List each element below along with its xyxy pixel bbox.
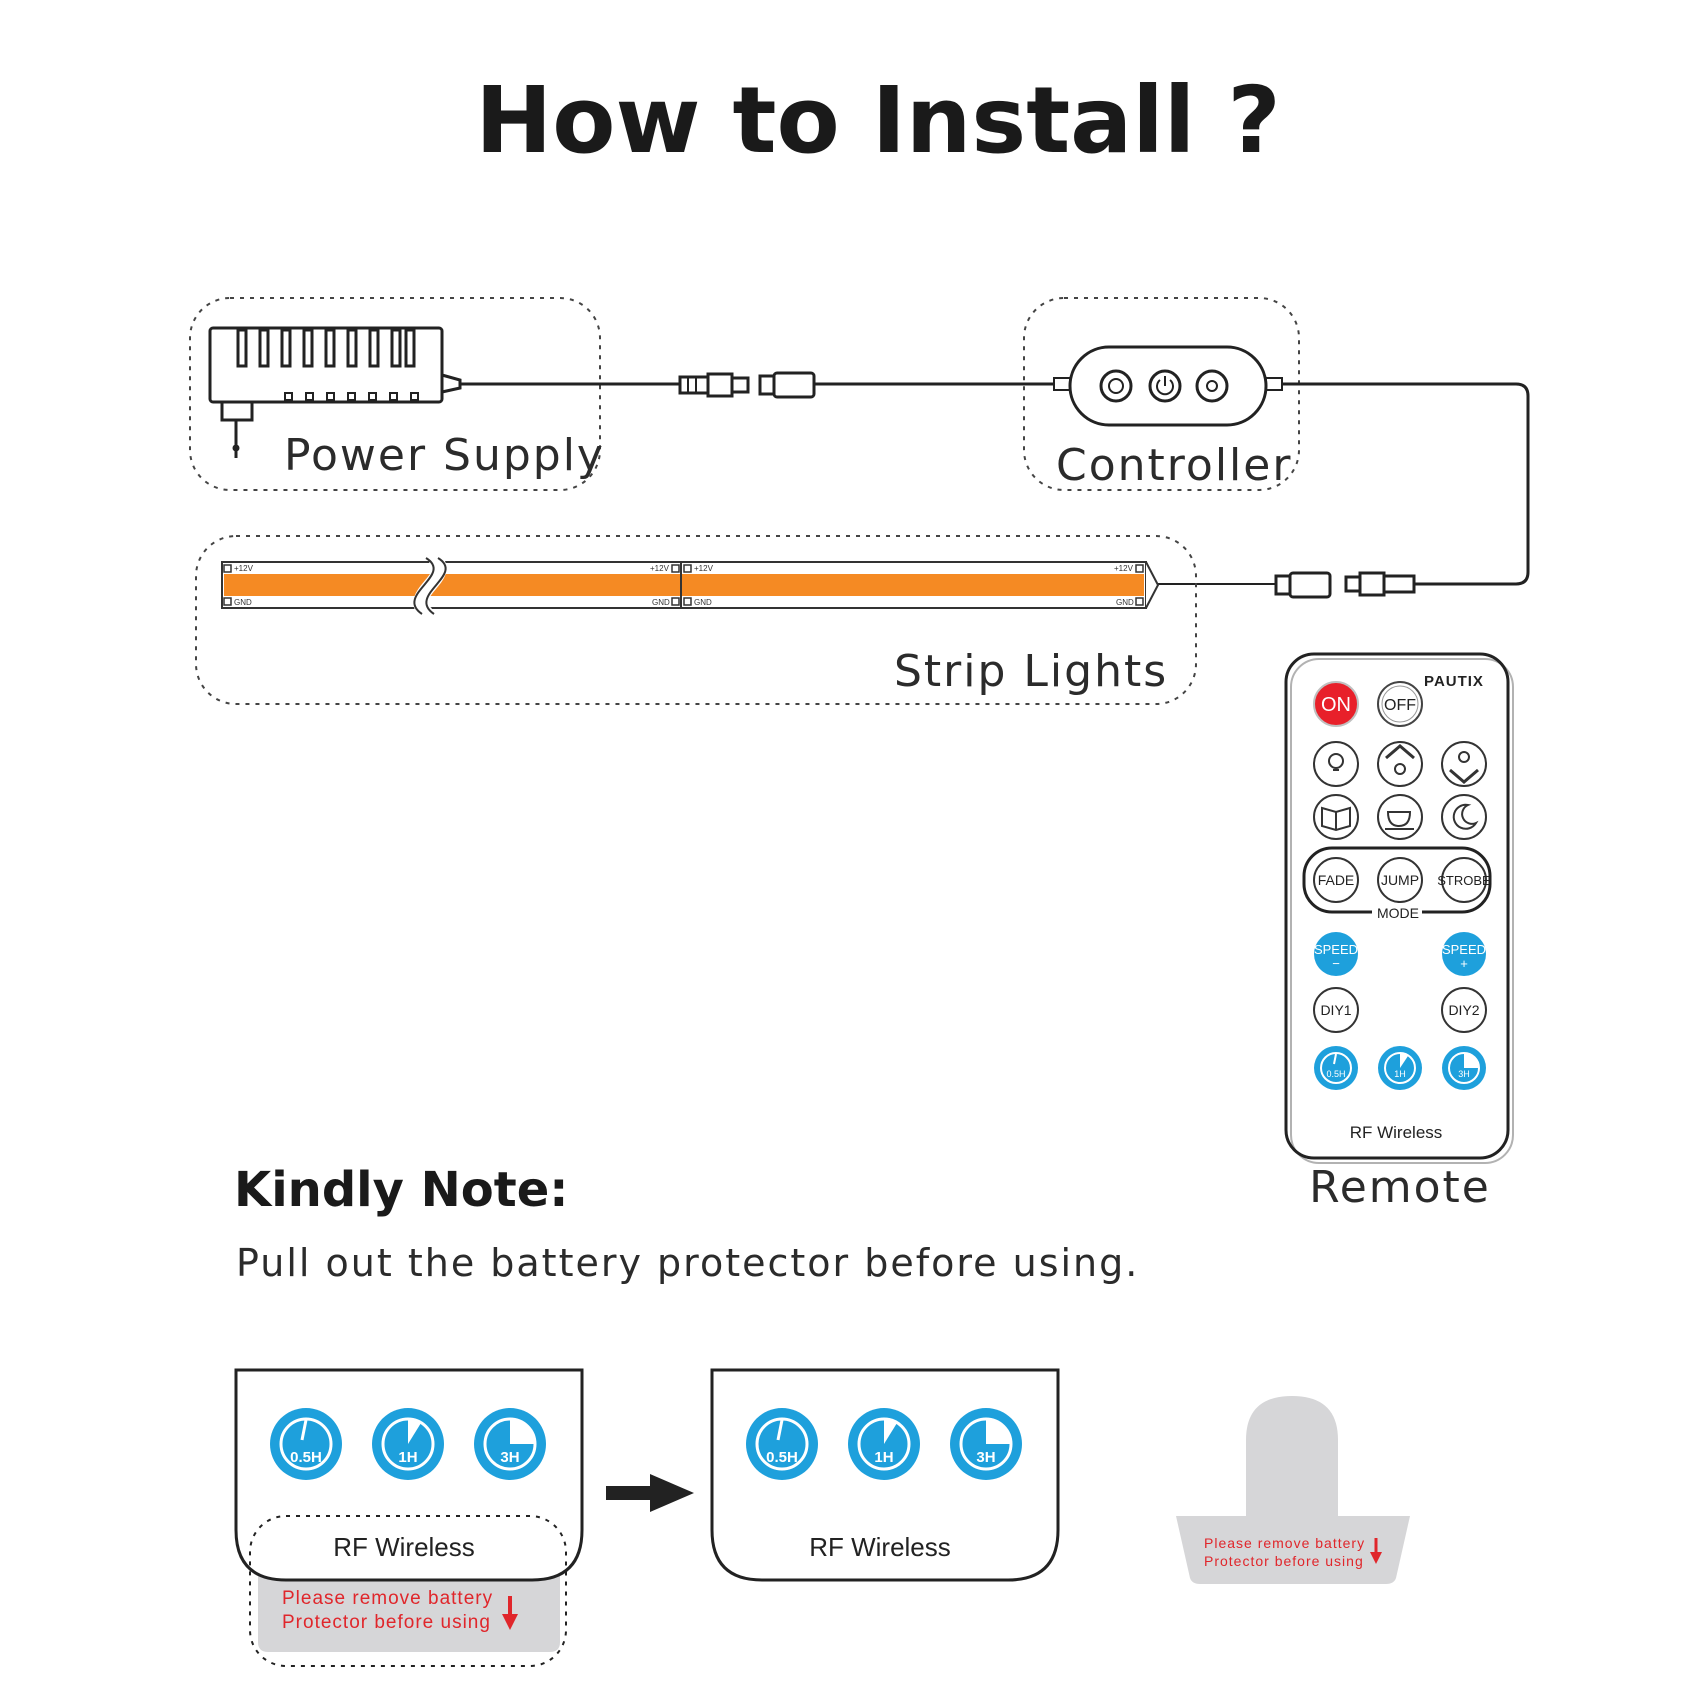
svg-text:SPEED: SPEED [1442, 942, 1486, 957]
svg-text:−: − [1332, 956, 1340, 971]
svg-text:1H: 1H [1394, 1069, 1406, 1079]
controller-group: Controller [1023, 297, 1300, 491]
battery-panel-after: 0.5H 1H 3H RF Wireless [710, 1368, 1060, 1582]
coffee-mode-icon[interactable] [1377, 794, 1423, 840]
svg-text:0.5H: 0.5H [766, 1449, 798, 1466]
remote-on-button[interactable]: ON [1313, 681, 1359, 727]
dc-cable-1 [460, 371, 1054, 399]
dc-jack-female-icon-2 [1274, 571, 1332, 599]
diy1-button[interactable]: DIY1 [1313, 987, 1359, 1033]
down-arrow-icon [502, 1596, 518, 1630]
remote-label: Remote [1309, 1162, 1491, 1213]
protector-text-line1: Please remove battery [282, 1588, 493, 1609]
brightness-button-icon [1099, 369, 1133, 403]
svg-text:3H: 3H [500, 1449, 519, 1466]
fade-button[interactable]: FADE [1313, 857, 1359, 903]
strip-gnd-marker: GND [234, 598, 252, 607]
led-strip-icon: +12V GND +12V GND +12V GND +12V GND [221, 552, 1160, 620]
night-mode-icon[interactable] [1441, 794, 1487, 840]
strip-pos-marker: +12V [650, 564, 670, 573]
svg-text:FADE: FADE [1318, 872, 1355, 888]
svg-text:JUMP: JUMP [1381, 872, 1419, 888]
protector-text-line2: Protector before using [282, 1612, 491, 1633]
protector-text-line2: Protector before using [1204, 1553, 1364, 1569]
svg-text:+: + [1460, 956, 1468, 971]
light-button-icon [1195, 369, 1229, 403]
svg-text:0.5H: 0.5H [290, 1449, 322, 1466]
strip-lights-label: Strip Lights [894, 646, 1168, 697]
svg-text:3H: 3H [1458, 1069, 1470, 1079]
svg-text:SPEED: SPEED [1314, 942, 1358, 957]
jump-button[interactable]: JUMP [1377, 857, 1423, 903]
power-supply-group: Power Supply [189, 297, 605, 491]
timer-1h-icon: 1H [372, 1408, 444, 1480]
strobe-button[interactable]: STROBE [1437, 857, 1491, 903]
speed-minus-button[interactable]: SPEED − [1314, 932, 1358, 976]
right-arrow-icon [606, 1474, 694, 1512]
strip-pos-marker: +12V [1114, 564, 1134, 573]
dc-plug-male-icon [678, 372, 750, 398]
controller-label: Controller [1056, 440, 1292, 491]
remote-brand: PAUTIX [1424, 673, 1484, 690]
battery-panel-before: 0.5H 1H 3H RF Wireless Please remove bat… [234, 1368, 584, 1667]
svg-text:1H: 1H [874, 1449, 893, 1466]
svg-text:0.5H: 0.5H [1326, 1069, 1345, 1079]
controller-device-icon [1053, 345, 1283, 427]
strip-gnd-marker: GND [1116, 598, 1134, 607]
down-arrow-icon [1370, 1538, 1382, 1564]
svg-text:1H: 1H [398, 1449, 417, 1466]
note-text: Pull out the battery protector before us… [236, 1241, 1139, 1285]
timer-0.5h-icon: 0.5H [270, 1408, 342, 1480]
svg-text:DIY2: DIY2 [1448, 1002, 1479, 1018]
note-heading: Kindly Note: [234, 1162, 568, 1218]
battery-protector-tab: Please remove battery Protector before u… [1176, 1396, 1410, 1584]
remote-off-button[interactable]: OFF [1377, 681, 1423, 727]
page-title: How to Install ? [475, 67, 1280, 174]
strip-lights-group: +12V GND +12V GND +12V GND +12V GND Stri… [195, 535, 1197, 705]
timer-0.5h-icon: 0.5H [746, 1408, 818, 1480]
timer-3h-icon: 3H [474, 1408, 546, 1480]
dc-cable-2 [1158, 382, 1530, 599]
timer-0.5h-button[interactable]: 0.5H [1314, 1046, 1358, 1090]
speed-plus-button[interactable]: SPEED + [1442, 932, 1486, 976]
reading-mode-icon[interactable] [1313, 794, 1359, 840]
power-supply-label: Power Supply [284, 430, 605, 481]
rf-wireless-label: RF Wireless [809, 1532, 951, 1562]
strip-gnd-marker: GND [694, 598, 712, 607]
strip-pos-marker: +12V [694, 564, 714, 573]
timer-3h-button[interactable]: 3H [1442, 1046, 1486, 1090]
strip-pos-marker: +12V [234, 564, 254, 573]
mode-panel: MODE FADE JUMP STROBE [1302, 846, 1492, 921]
timer-1h-icon: 1H [848, 1408, 920, 1480]
dc-jack-female-icon [758, 371, 816, 399]
svg-text:3H: 3H [976, 1449, 995, 1466]
diy2-button[interactable]: DIY2 [1441, 987, 1487, 1033]
timer-1h-button[interactable]: 1H [1378, 1046, 1422, 1090]
svg-text:OFF: OFF [1384, 697, 1416, 714]
brightness-up-icon[interactable] [1377, 741, 1423, 787]
mode-label: MODE [1377, 905, 1419, 921]
svg-text:STROBE: STROBE [1437, 873, 1491, 888]
power-button-icon [1148, 369, 1182, 403]
remote-footer: RF Wireless [1350, 1123, 1443, 1142]
remote-control: PAUTIX ON OFF [1284, 652, 1514, 1213]
power-adapter-icon [208, 326, 462, 458]
led-strip-light [224, 574, 1144, 596]
rf-wireless-label: RF Wireless [333, 1532, 475, 1562]
svg-text:ON: ON [1321, 694, 1351, 716]
strip-gnd-marker: GND [652, 598, 670, 607]
timer-3h-icon: 3H [950, 1408, 1022, 1480]
brightness-down-icon[interactable] [1441, 741, 1487, 787]
bulb-brightness-icon[interactable] [1313, 741, 1359, 787]
protector-text-line1: Please remove battery [1204, 1535, 1365, 1551]
dc-plug-male-icon-2 [1344, 571, 1416, 597]
svg-text:DIY1: DIY1 [1320, 1002, 1351, 1018]
adapter-vents [236, 328, 416, 368]
